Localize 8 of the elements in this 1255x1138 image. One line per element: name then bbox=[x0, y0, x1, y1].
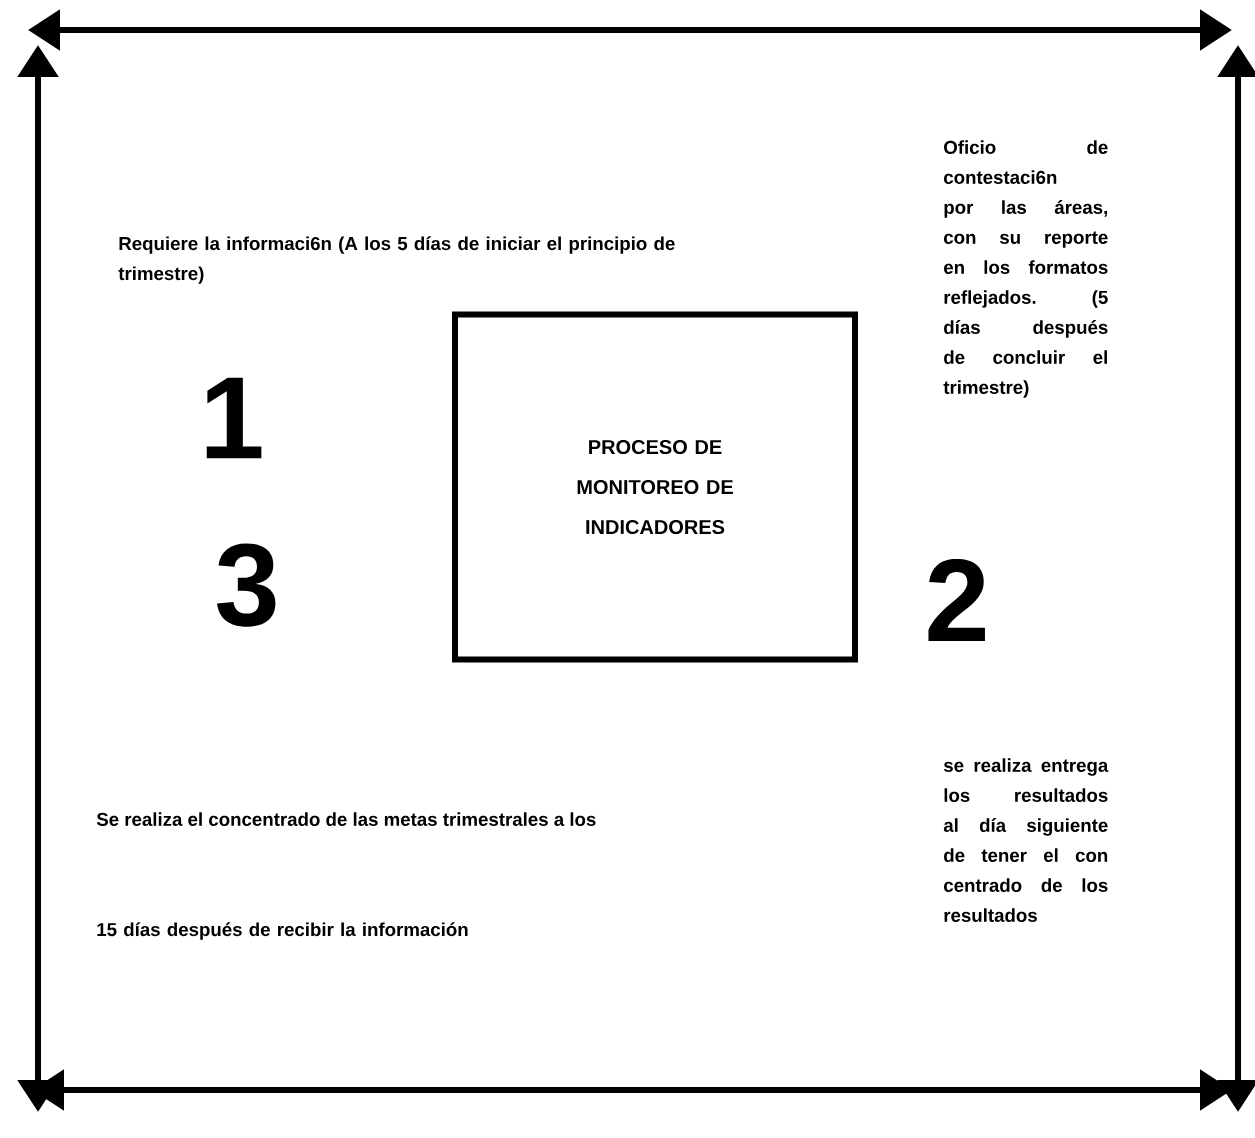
step-number: 1 bbox=[206, 377, 262, 459]
step-description: Requiere la informaci6n (A los 5 días de iniciar el principio de trimestre) bbox=[118, 236, 675, 284]
step-number: 3 bbox=[217, 543, 276, 627]
step-description: 15 días después de recibir la información bbox=[97, 922, 468, 940]
process-box: PROCESO DE MONITOREO DE INDICADORES bbox=[452, 311, 858, 663]
step-description: Se realiza el concentrado de las metas trimestrales a los bbox=[96, 812, 596, 826]
step-description: Oficio de contestaci6n por las áreas, con su reporte en los formatos reflejados. (5 días después de concluir el trimestre) bbox=[943, 140, 1108, 398]
step-description: se realiza entrega los resultados al día siguiente de tener el con centrado de los resultados bbox=[943, 758, 1109, 922]
